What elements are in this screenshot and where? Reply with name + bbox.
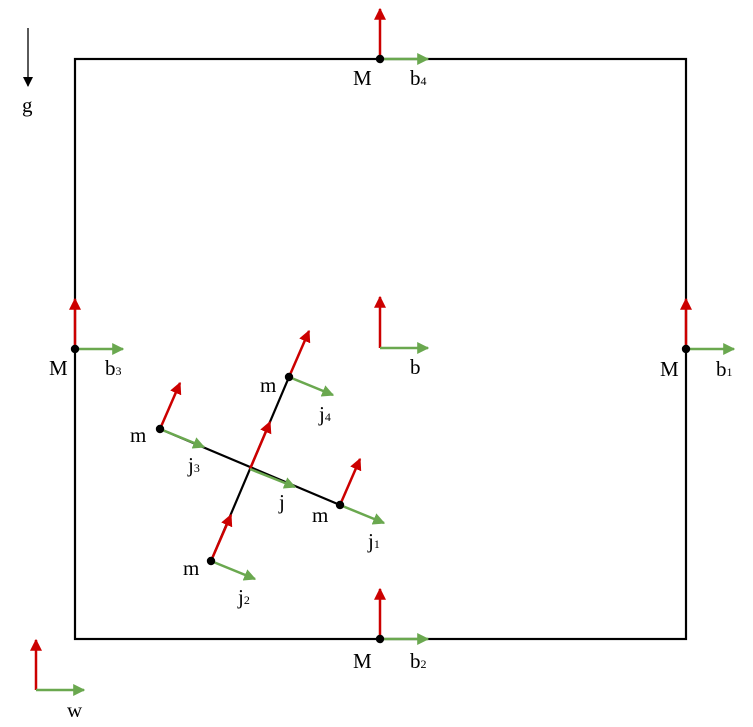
b-frame-label: b <box>410 355 421 379</box>
j3-mass-label: m <box>130 423 146 447</box>
b3-mass-label: M <box>49 356 68 380</box>
j-frame-label: j <box>278 490 285 514</box>
b3-mass-point <box>70 344 80 354</box>
j1-frame-label: j1 <box>367 529 380 553</box>
b4-mass-point <box>375 54 385 64</box>
j2-x-axis <box>210 559 257 581</box>
j4-x-axis <box>288 375 335 397</box>
j2-y-axis <box>209 513 233 562</box>
frame-b: b <box>374 295 430 379</box>
j-x-axis <box>249 467 297 489</box>
b4-mass-label: M <box>353 66 372 90</box>
frame-b1: M b1 <box>660 297 736 381</box>
j4-mass-point <box>284 372 294 382</box>
frame-j3: m j3 <box>130 381 206 477</box>
j3-mass-point <box>155 424 165 434</box>
j2-frame-label: j2 <box>237 585 250 609</box>
frame-j1: m j1 <box>312 457 386 553</box>
b1-mass-point <box>681 344 691 354</box>
frame-j2: m j2 <box>183 513 257 609</box>
b2-mass-label: M <box>353 649 372 673</box>
j1-mass-label: m <box>312 503 328 527</box>
b2-frame-label: b2 <box>410 649 427 673</box>
w-frame-label: w <box>67 698 83 722</box>
b2-mass-point <box>375 634 385 644</box>
frame-j4: m j4 <box>260 329 335 426</box>
b4-frame-label: b4 <box>410 66 427 90</box>
j3-x-axis <box>159 427 206 449</box>
j2-mass-label: m <box>183 556 199 580</box>
j2-mass-point <box>206 556 216 566</box>
j-y-axis <box>248 420 272 470</box>
j1-mass-point <box>335 500 345 510</box>
j4-mass-label: m <box>260 373 276 397</box>
b1-frame-label: b1 <box>716 357 733 381</box>
b1-mass-label: M <box>660 357 679 381</box>
gravity-label: g <box>22 93 33 117</box>
frame-j: j <box>248 420 297 514</box>
frame-w: w <box>30 638 86 722</box>
j3-y-axis <box>158 381 182 430</box>
frame-b4: M b4 <box>353 7 430 90</box>
j1-x-axis <box>339 503 386 525</box>
j4-y-axis <box>287 329 311 378</box>
b3-frame-label: b3 <box>105 356 122 380</box>
j1-y-axis <box>338 457 362 506</box>
frame-b3: M b3 <box>49 297 125 380</box>
frame-b2: M b2 <box>353 587 430 673</box>
j3-frame-label: j3 <box>187 453 200 477</box>
j4-frame-label: j4 <box>318 402 331 426</box>
